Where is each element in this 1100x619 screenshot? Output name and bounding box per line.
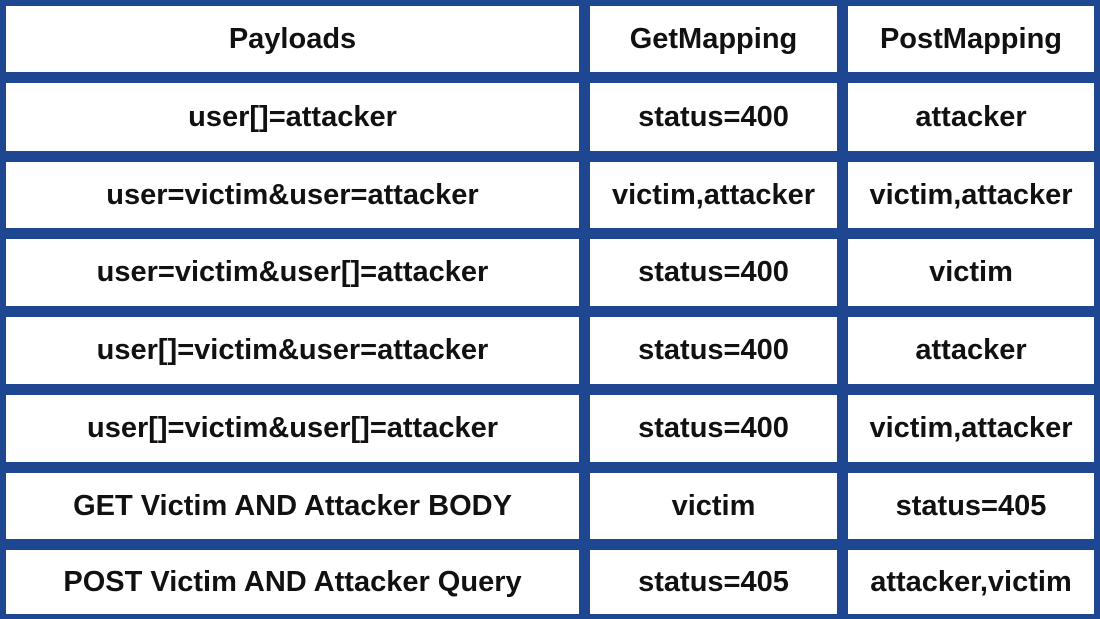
payload-cell: user[]=victim&user=attacker bbox=[6, 317, 579, 384]
payload-cell: user=victim&user=attacker bbox=[6, 162, 579, 228]
postmapping-cell: victim,attacker bbox=[848, 162, 1094, 228]
postmapping-cell: attacker,victim bbox=[848, 550, 1094, 614]
getmapping-cell: status=400 bbox=[590, 83, 837, 151]
getmapping-cell: victim bbox=[590, 473, 837, 539]
getmapping-cell: status=405 bbox=[590, 550, 837, 614]
postmapping-cell: victim bbox=[848, 239, 1094, 306]
payload-cell: user[]=victim&user[]=attacker bbox=[6, 395, 579, 462]
postmapping-cell: attacker bbox=[848, 83, 1094, 151]
table-row: user=victim&user[]=attacker status=400 v… bbox=[0, 239, 1100, 306]
header-payloads: Payloads bbox=[6, 6, 579, 72]
header-postmapping: PostMapping bbox=[848, 6, 1094, 72]
table-row: user[]=victim&user[]=attacker status=400… bbox=[0, 395, 1100, 462]
getmapping-cell: victim,attacker bbox=[590, 162, 837, 228]
payload-cell: user=victim&user[]=attacker bbox=[6, 239, 579, 306]
payload-cell: POST Victim AND Attacker Query bbox=[6, 550, 579, 614]
getmapping-cell: status=400 bbox=[590, 317, 837, 384]
table-row: user[]=victim&user=attacker status=400 a… bbox=[0, 317, 1100, 384]
table-row: POST Victim AND Attacker Query status=40… bbox=[0, 550, 1100, 614]
header-getmapping: GetMapping bbox=[590, 6, 837, 72]
payload-cell: user[]=attacker bbox=[6, 83, 579, 151]
getmapping-cell: status=400 bbox=[590, 239, 837, 306]
table-row: user[]=attacker status=400 attacker bbox=[0, 83, 1100, 151]
table-header-row: Payloads GetMapping PostMapping bbox=[0, 6, 1100, 72]
getmapping-cell: status=400 bbox=[590, 395, 837, 462]
postmapping-cell: attacker bbox=[848, 317, 1094, 384]
table-row: GET Victim AND Attacker BODY victim stat… bbox=[0, 473, 1100, 539]
table-row: user=victim&user=attacker victim,attacke… bbox=[0, 162, 1100, 228]
postmapping-cell: victim,attacker bbox=[848, 395, 1094, 462]
payload-cell: GET Victim AND Attacker BODY bbox=[6, 473, 579, 539]
postmapping-cell: status=405 bbox=[848, 473, 1094, 539]
